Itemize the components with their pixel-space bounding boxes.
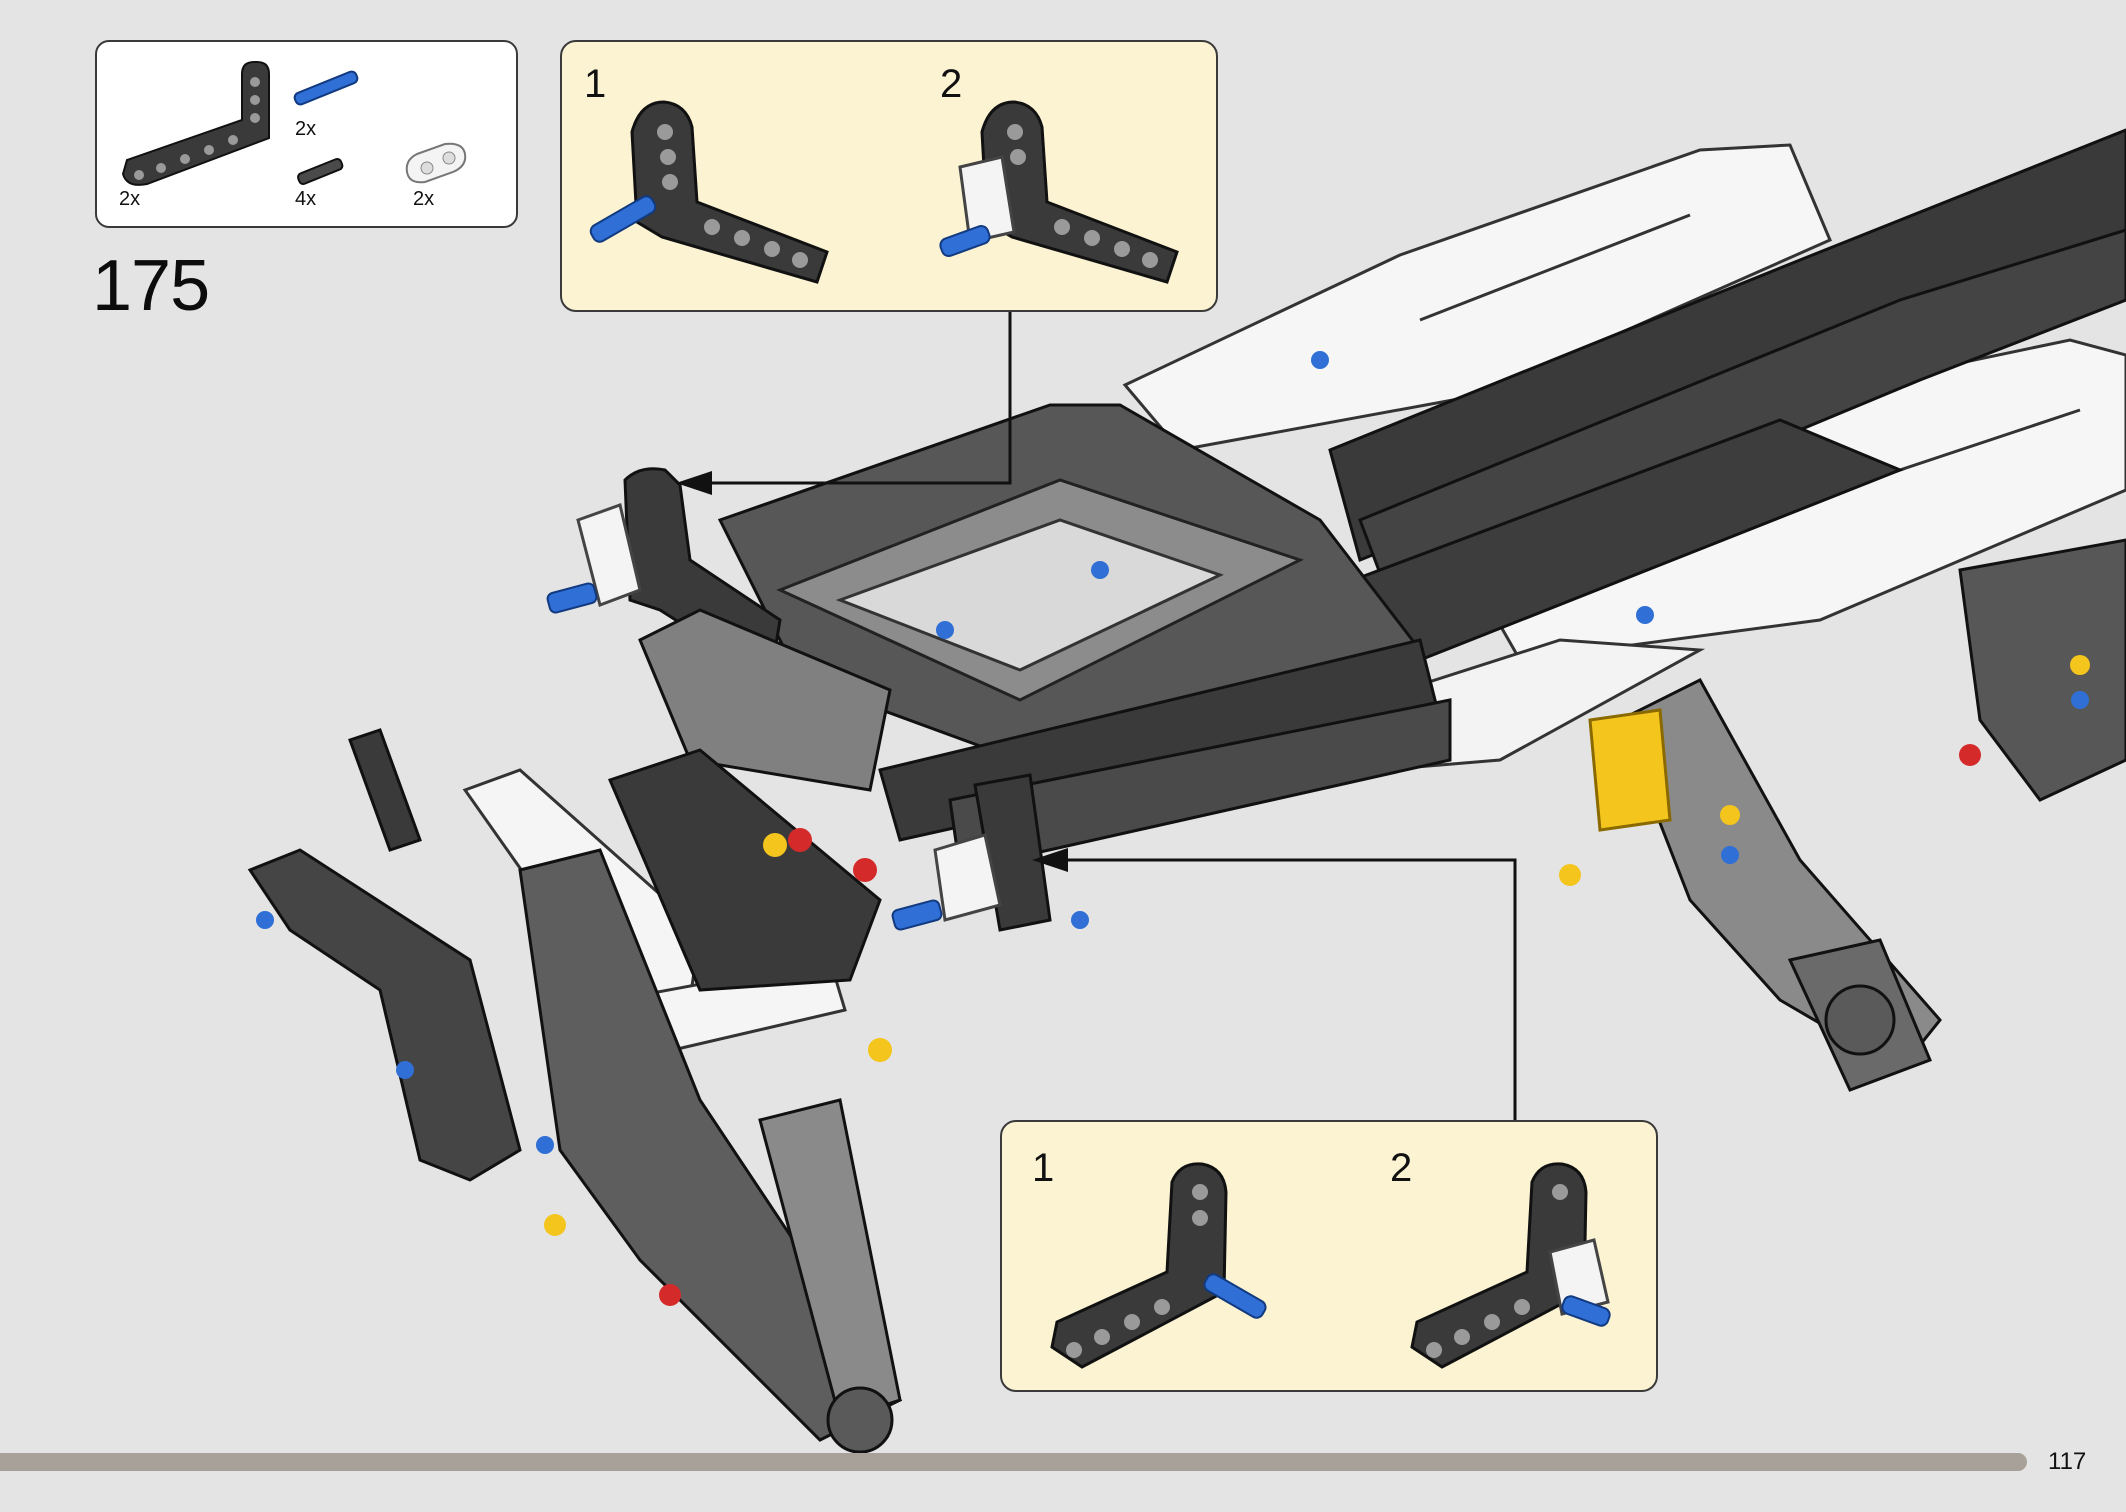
blue-axle-pin-part [293, 70, 359, 106]
callout-pointer-top [676, 310, 1012, 495]
white-cross-block-part [405, 142, 467, 184]
parts-qty-blue-pin: 2x [295, 118, 317, 140]
callout-pointer-bottom [1032, 848, 1517, 1122]
substep-1-illustration [1050, 1162, 1267, 1369]
substep-number: 1 [1032, 1146, 1055, 1190]
parts-list-illustrations [121, 61, 467, 186]
right-l-beam-assembly [891, 773, 1052, 932]
callout-top-illustrations [589, 100, 1179, 284]
axle-hubs [826, 984, 1896, 1454]
page-progress-bar [0, 1453, 2027, 1471]
substep-number: 2 [940, 62, 963, 106]
left-front-chassis [247, 608, 903, 1442]
parts-qty-pin-connector: 4x [295, 188, 317, 210]
sub-assembly-callout-top: 1 2 [560, 40, 1218, 312]
parts-list-box: 2x 2x 4x 2x [95, 40, 518, 228]
black-l-beam-part [121, 61, 270, 186]
sub-assembly-callout-bottom: 1 2 [1000, 1120, 1658, 1392]
callout-bottom-illustrations [1050, 1162, 1611, 1369]
substep-2-illustration [939, 100, 1179, 284]
parts-qty-l-beam: 2x [119, 188, 141, 210]
right-front-suspension [1588, 538, 2126, 1092]
black-top-beams [1296, 128, 2126, 662]
substep-number: 1 [584, 62, 607, 106]
central-frame [717, 403, 1452, 872]
page-number: 117 [2048, 1448, 2087, 1475]
substep-1-illustration [589, 100, 829, 284]
substep-2-illustration [1410, 1162, 1611, 1369]
accent-pins [256, 351, 2090, 1306]
substep-number: 2 [1390, 1146, 1413, 1190]
black-pin-connector-part [297, 157, 344, 185]
step-number: 175 [92, 246, 210, 326]
parts-qty-white-block: 2x [413, 188, 435, 210]
